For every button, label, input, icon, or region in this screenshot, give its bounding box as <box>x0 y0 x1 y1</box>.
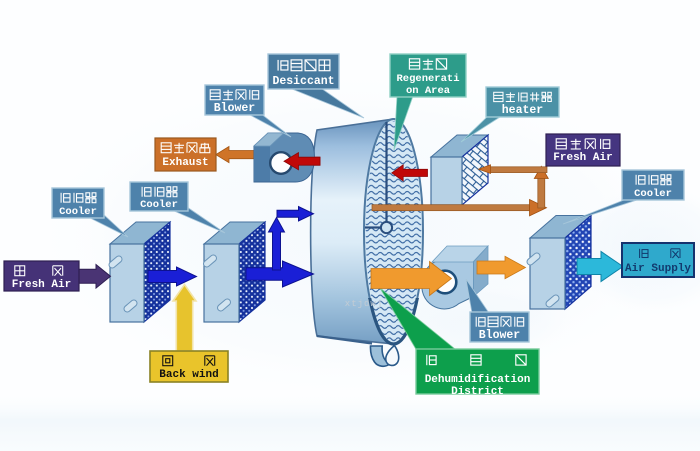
svg-text:Air Supply: Air Supply <box>625 263 691 275</box>
svg-text:Cooler: Cooler <box>59 206 97 218</box>
svg-text:Exhaust: Exhaust <box>162 157 208 169</box>
svg-text:heater: heater <box>502 104 544 117</box>
svg-text:Back wind: Back wind <box>159 369 218 381</box>
svg-text:Fresh Air: Fresh Air <box>553 152 612 164</box>
svg-text:Regenerati: Regenerati <box>396 73 459 85</box>
svg-text:District: District <box>451 386 504 398</box>
svg-text:Desiccant: Desiccant <box>272 75 334 88</box>
svg-text:Fresh Air: Fresh Air <box>12 279 71 291</box>
svg-text:on Area: on Area <box>406 85 451 97</box>
svg-text:Cooler: Cooler <box>634 188 672 200</box>
svg-text:Blower: Blower <box>479 329 521 342</box>
svg-text:Cooler: Cooler <box>140 199 178 211</box>
svg-text:Dehumidification: Dehumidification <box>425 374 531 386</box>
svg-text:Blower: Blower <box>214 102 256 115</box>
svg-text:xtjdwj: xtjdwj <box>345 299 383 309</box>
